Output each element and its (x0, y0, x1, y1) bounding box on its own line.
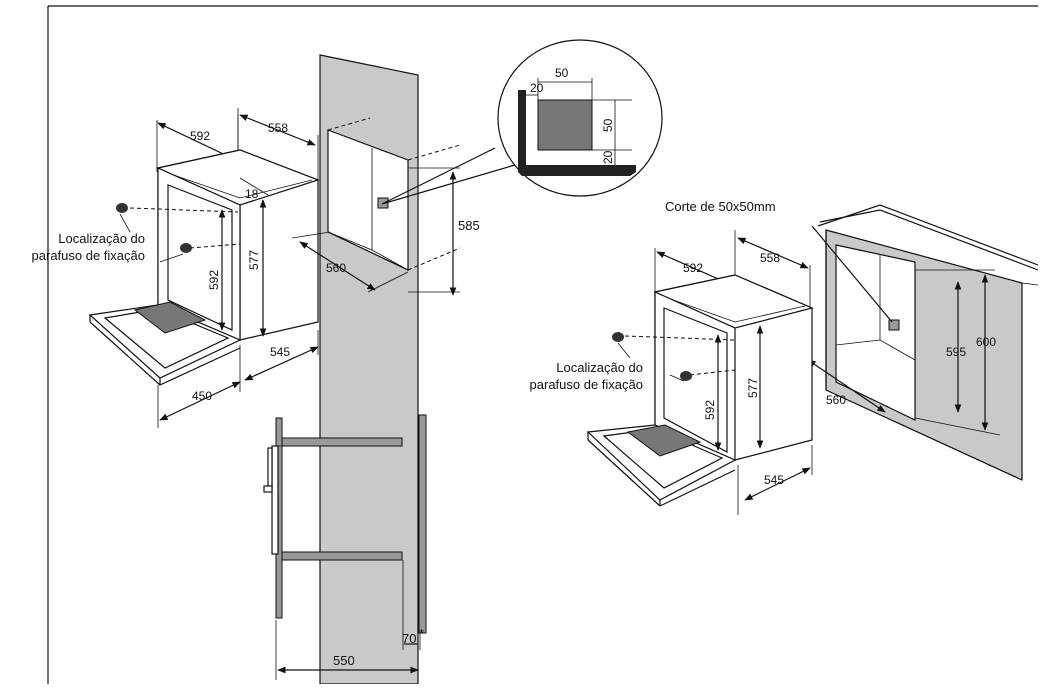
right-oven-drawing: 592 558 577 592 545 Localização do paraf… (530, 230, 814, 515)
dim-right-oven-height: 577 (746, 378, 760, 398)
dim-left-oven-width: 592 (190, 129, 210, 143)
dim-right-niche-depth: 545 (764, 473, 784, 487)
dim-left-door-depth: 450 (192, 389, 212, 403)
dim-niche-height: 585 (458, 218, 480, 233)
page-frame (47, 5, 1038, 684)
section-asterisk: * (419, 626, 424, 641)
dim-section-gap: 70 (402, 631, 416, 646)
dim-detail-height: 50 (601, 118, 615, 132)
dim-right-oven-width: 592 (683, 261, 703, 275)
dim-section-depth: 550 (333, 653, 355, 668)
dim-right-oven-depth: 558 (760, 251, 780, 265)
right-cabinet-drawing: 595 600 560 Corte de 50x50mm (665, 199, 1039, 481)
dim-detail-offset-left: 20 (530, 81, 544, 95)
wall-niche-drawing: 585 560 (291, 54, 516, 685)
dim-right-niche-width: 560 (826, 393, 846, 407)
cutout-detail: 50 50 20 20 (497, 39, 663, 197)
dim-left-front-height: 592 (207, 270, 221, 290)
dim-right-cabinet-height: 600 (976, 335, 996, 349)
left-screw-label-line2: parafuso de fixação (32, 248, 145, 263)
dim-right-front-height: 592 (703, 400, 717, 420)
dim-detail-offset-bottom: 20 (601, 150, 615, 164)
dim-detail-width: 50 (555, 66, 569, 80)
cutout-label: Corte de 50x50mm (665, 199, 776, 214)
dim-niche-width: 560 (326, 261, 346, 275)
dim-right-niche-height: 595 (946, 345, 966, 359)
dim-left-panel-thickness: 18 (245, 187, 259, 201)
dim-left-niche-depth: 545 (270, 345, 290, 359)
dim-left-oven-depth: 558 (268, 121, 288, 135)
section-view: 70 * 550 (263, 414, 427, 680)
dim-left-oven-height: 577 (247, 250, 261, 270)
left-oven-drawing: 592 558 18 577 592 545 450 Localização d… (32, 108, 320, 428)
right-screw-label-line2: parafuso de fixação (530, 377, 643, 392)
left-screw-label-line1: Localização do (58, 231, 145, 246)
right-screw-label-line1: Localização do (556, 360, 643, 375)
